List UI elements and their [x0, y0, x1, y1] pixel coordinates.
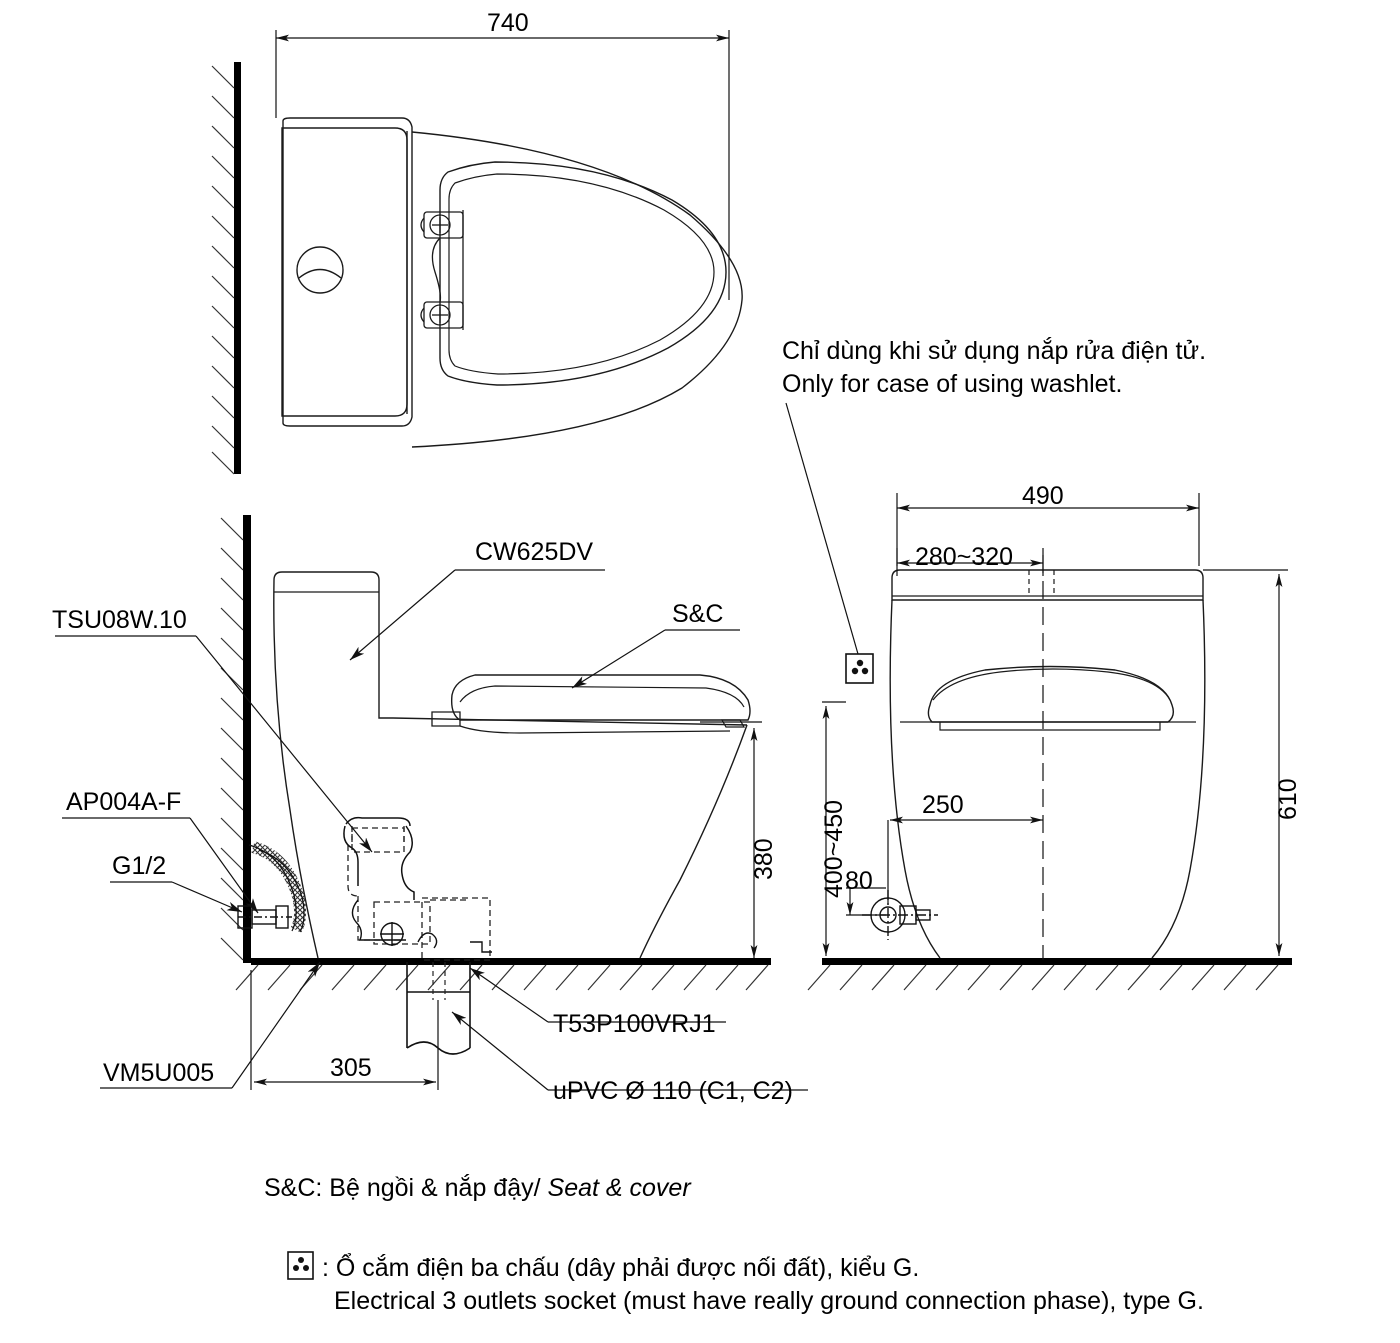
dimension-label-380: 380 — [750, 838, 778, 880]
side-view-floor — [251, 958, 771, 965]
top-view-seat-outer — [439, 161, 727, 386]
side-view-seat-cover-line — [459, 685, 745, 708]
side-view-bowl-front — [639, 724, 748, 959]
top-view-seat-inner — [448, 173, 715, 375]
flush-button-split — [298, 268, 342, 279]
label-sc: S&C — [672, 600, 724, 628]
side-view-seat-underline — [459, 725, 731, 734]
label-t53p100vrj1: T53P100VRJ1 — [553, 1010, 716, 1038]
label-cw625dv: CW625DV — [475, 538, 594, 566]
dimension-label-250: 250 — [922, 791, 964, 819]
socket-3-outlet-icon — [845, 653, 874, 684]
top-view-group — [211, 30, 743, 475]
washlet-note-vietnamese: Chỉ dùng khi sử dụng nắp rửa điện tử. — [782, 337, 1207, 365]
top-view-wall-hatch — [211, 65, 235, 475]
top-view-tank — [281, 127, 408, 417]
dimension-label-280-320: 280~320 — [915, 543, 1014, 571]
socket-leader-line — [785, 402, 859, 655]
legend-socket-english: Electrical 3 outlets socket (must have r… — [334, 1287, 1204, 1315]
side-view-internal-details — [347, 826, 491, 961]
washlet-note-english: Only for case of using washlet. — [782, 370, 1123, 398]
side-view-pipe-hidden — [432, 962, 446, 1000]
legend-sc-text: S&C: Bệ ngồi & nắp đậy/ — [264, 1174, 548, 1202]
side-view-wall — [243, 515, 251, 963]
dimension-label-740: 740 — [487, 9, 529, 37]
dimension-380 — [700, 721, 762, 958]
side-view-bowl-top — [392, 717, 748, 726]
top-view-wall — [234, 62, 241, 474]
side-view-waste-connector — [351, 899, 492, 953]
legend-socket-vietnamese: : Ổ cắm điện ba chấu (dây phải được nối … — [322, 1254, 920, 1282]
dimension-740 — [275, 30, 730, 300]
dimension-610 — [1203, 569, 1288, 956]
front-view-bowl-right — [1151, 599, 1206, 959]
front-view-tank — [891, 569, 1204, 601]
front-view-cover-base — [939, 722, 1161, 731]
front-view-floor-hatch — [807, 964, 1279, 991]
front-view-floor — [822, 958, 1292, 965]
label-ap004a-f: AP004A-F — [66, 788, 182, 816]
side-view-wall-hatch — [220, 517, 244, 961]
flush-button-icon — [296, 246, 344, 294]
side-view-trap-outline — [343, 816, 415, 900]
dimension-400-450 — [822, 701, 846, 956]
side-view-bowl — [273, 579, 319, 959]
dimension-250 — [887, 816, 1043, 905]
legend-seat-cover: S&C: Bệ ngồi & nắp đậy/ Seat & cover — [264, 1172, 691, 1204]
dimension-label-80: 80 — [845, 867, 873, 895]
side-view-group — [55, 515, 808, 1091]
dimension-label-490: 490 — [1022, 482, 1064, 510]
top-view-tank-seam — [282, 117, 413, 427]
top-view-bowl — [411, 131, 743, 448]
dimension-label-305: 305 — [330, 1054, 372, 1082]
side-view-cover-edge — [720, 719, 746, 728]
top-view-hinge-link — [431, 237, 442, 303]
label-tsu08w10: TSU08W.10 — [52, 606, 187, 634]
front-view-cover-line — [932, 668, 1171, 701]
label-g12: G1/2 — [112, 852, 167, 880]
front-view-seat-cover — [927, 665, 1175, 723]
dimension-280-320 — [896, 548, 1044, 576]
dimension-label-610: 610 — [1274, 778, 1302, 820]
front-view-group — [785, 402, 1292, 991]
top-view-hinge-upper — [420, 211, 464, 239]
side-view-seat-cover — [450, 674, 751, 721]
label-vm5u005: VM5U005 — [103, 1059, 215, 1087]
side-view-angle-valve — [237, 905, 292, 929]
top-view-hinge-lower — [420, 301, 464, 329]
front-view-bowl-left — [889, 599, 941, 959]
legend-sc-italic: Seat & cover — [547, 1174, 691, 1202]
dimension-305 — [250, 970, 439, 1090]
label-upvc-pipe: uPVC Ø 110 (C1, C2) — [553, 1077, 793, 1105]
dimension-80 — [846, 887, 886, 916]
side-view-leader-lines — [55, 569, 808, 1091]
side-view-supply-hose-edge2 — [258, 849, 305, 933]
side-view-tank — [273, 571, 393, 719]
legend-socket-icon — [287, 1251, 314, 1280]
